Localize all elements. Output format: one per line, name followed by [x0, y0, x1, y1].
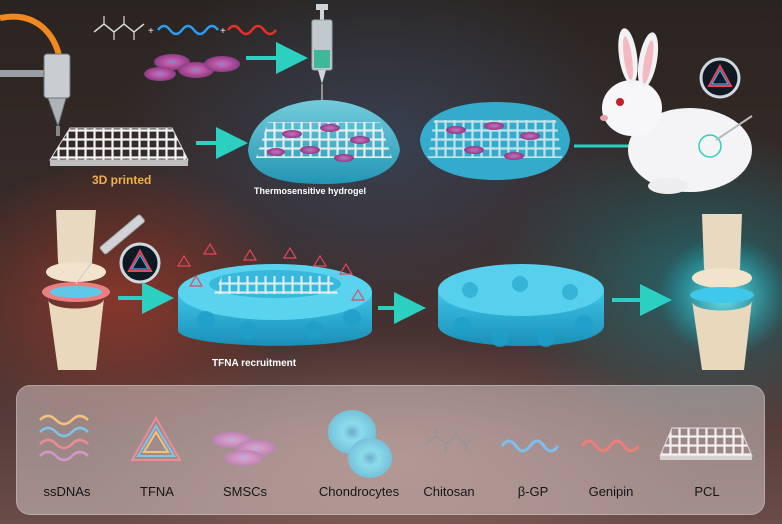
legend-panel	[16, 385, 765, 515]
printer-nozzle-icon	[0, 13, 71, 136]
tfna-particles	[176, 242, 366, 301]
legend-label-tfna: TFNA	[140, 484, 174, 499]
tfna-magnifier-icon	[699, 57, 741, 99]
cartilage-disc	[438, 264, 604, 347]
thermosensitive-hydrogel-construct	[248, 100, 400, 184]
tfna-recruitment-disc	[178, 264, 372, 346]
formula-genipin-icon	[227, 24, 277, 36]
formula-chitosan-icon	[93, 16, 145, 40]
beta-gp-icon	[500, 439, 560, 453]
rabbit-illustration	[600, 28, 753, 194]
formula-beta-gp-icon	[157, 24, 219, 36]
label-tfna-recruitment: TFNA recruitment	[212, 358, 297, 369]
tfna-magnifier-icon-left	[119, 242, 161, 284]
legend-label-chitosan: Chitosan	[423, 484, 475, 499]
svg-text:+: +	[148, 26, 154, 37]
label-thermosensitive-hydrogel: Thermosensitive hydrogel	[254, 186, 367, 196]
ssdnas-icon	[39, 414, 89, 462]
smscs-cells-icon	[144, 54, 240, 81]
knee-joint-right	[690, 214, 754, 370]
chitosan-icon	[425, 428, 477, 452]
legend-label-beta-gp: β-GP	[517, 484, 549, 499]
smscs-icon	[212, 432, 276, 466]
knee-syringe-icon	[75, 214, 145, 285]
label-3d-printed: 3D printed	[92, 173, 152, 187]
legend-label-smscs: SMSCs	[222, 484, 268, 499]
legend-label-pcl: PCL	[694, 484, 720, 499]
svg-text:+: +	[220, 26, 226, 37]
gelled-hydrogel-construct	[420, 102, 570, 180]
legend-label-ssdnas: ssDNAs	[43, 484, 91, 499]
genipin-icon	[580, 439, 640, 453]
legend-label-chondrocytes: Chondrocytes	[318, 484, 400, 499]
syringe-icon	[311, 4, 333, 100]
tfna-icon	[130, 415, 182, 461]
pcl-grid-scaffold	[49, 127, 189, 166]
chondrocytes-icon	[328, 410, 392, 478]
pcl-icon	[659, 427, 753, 460]
knee-joint-left	[42, 210, 110, 370]
legend-label-genipin: Genipin	[588, 484, 634, 499]
